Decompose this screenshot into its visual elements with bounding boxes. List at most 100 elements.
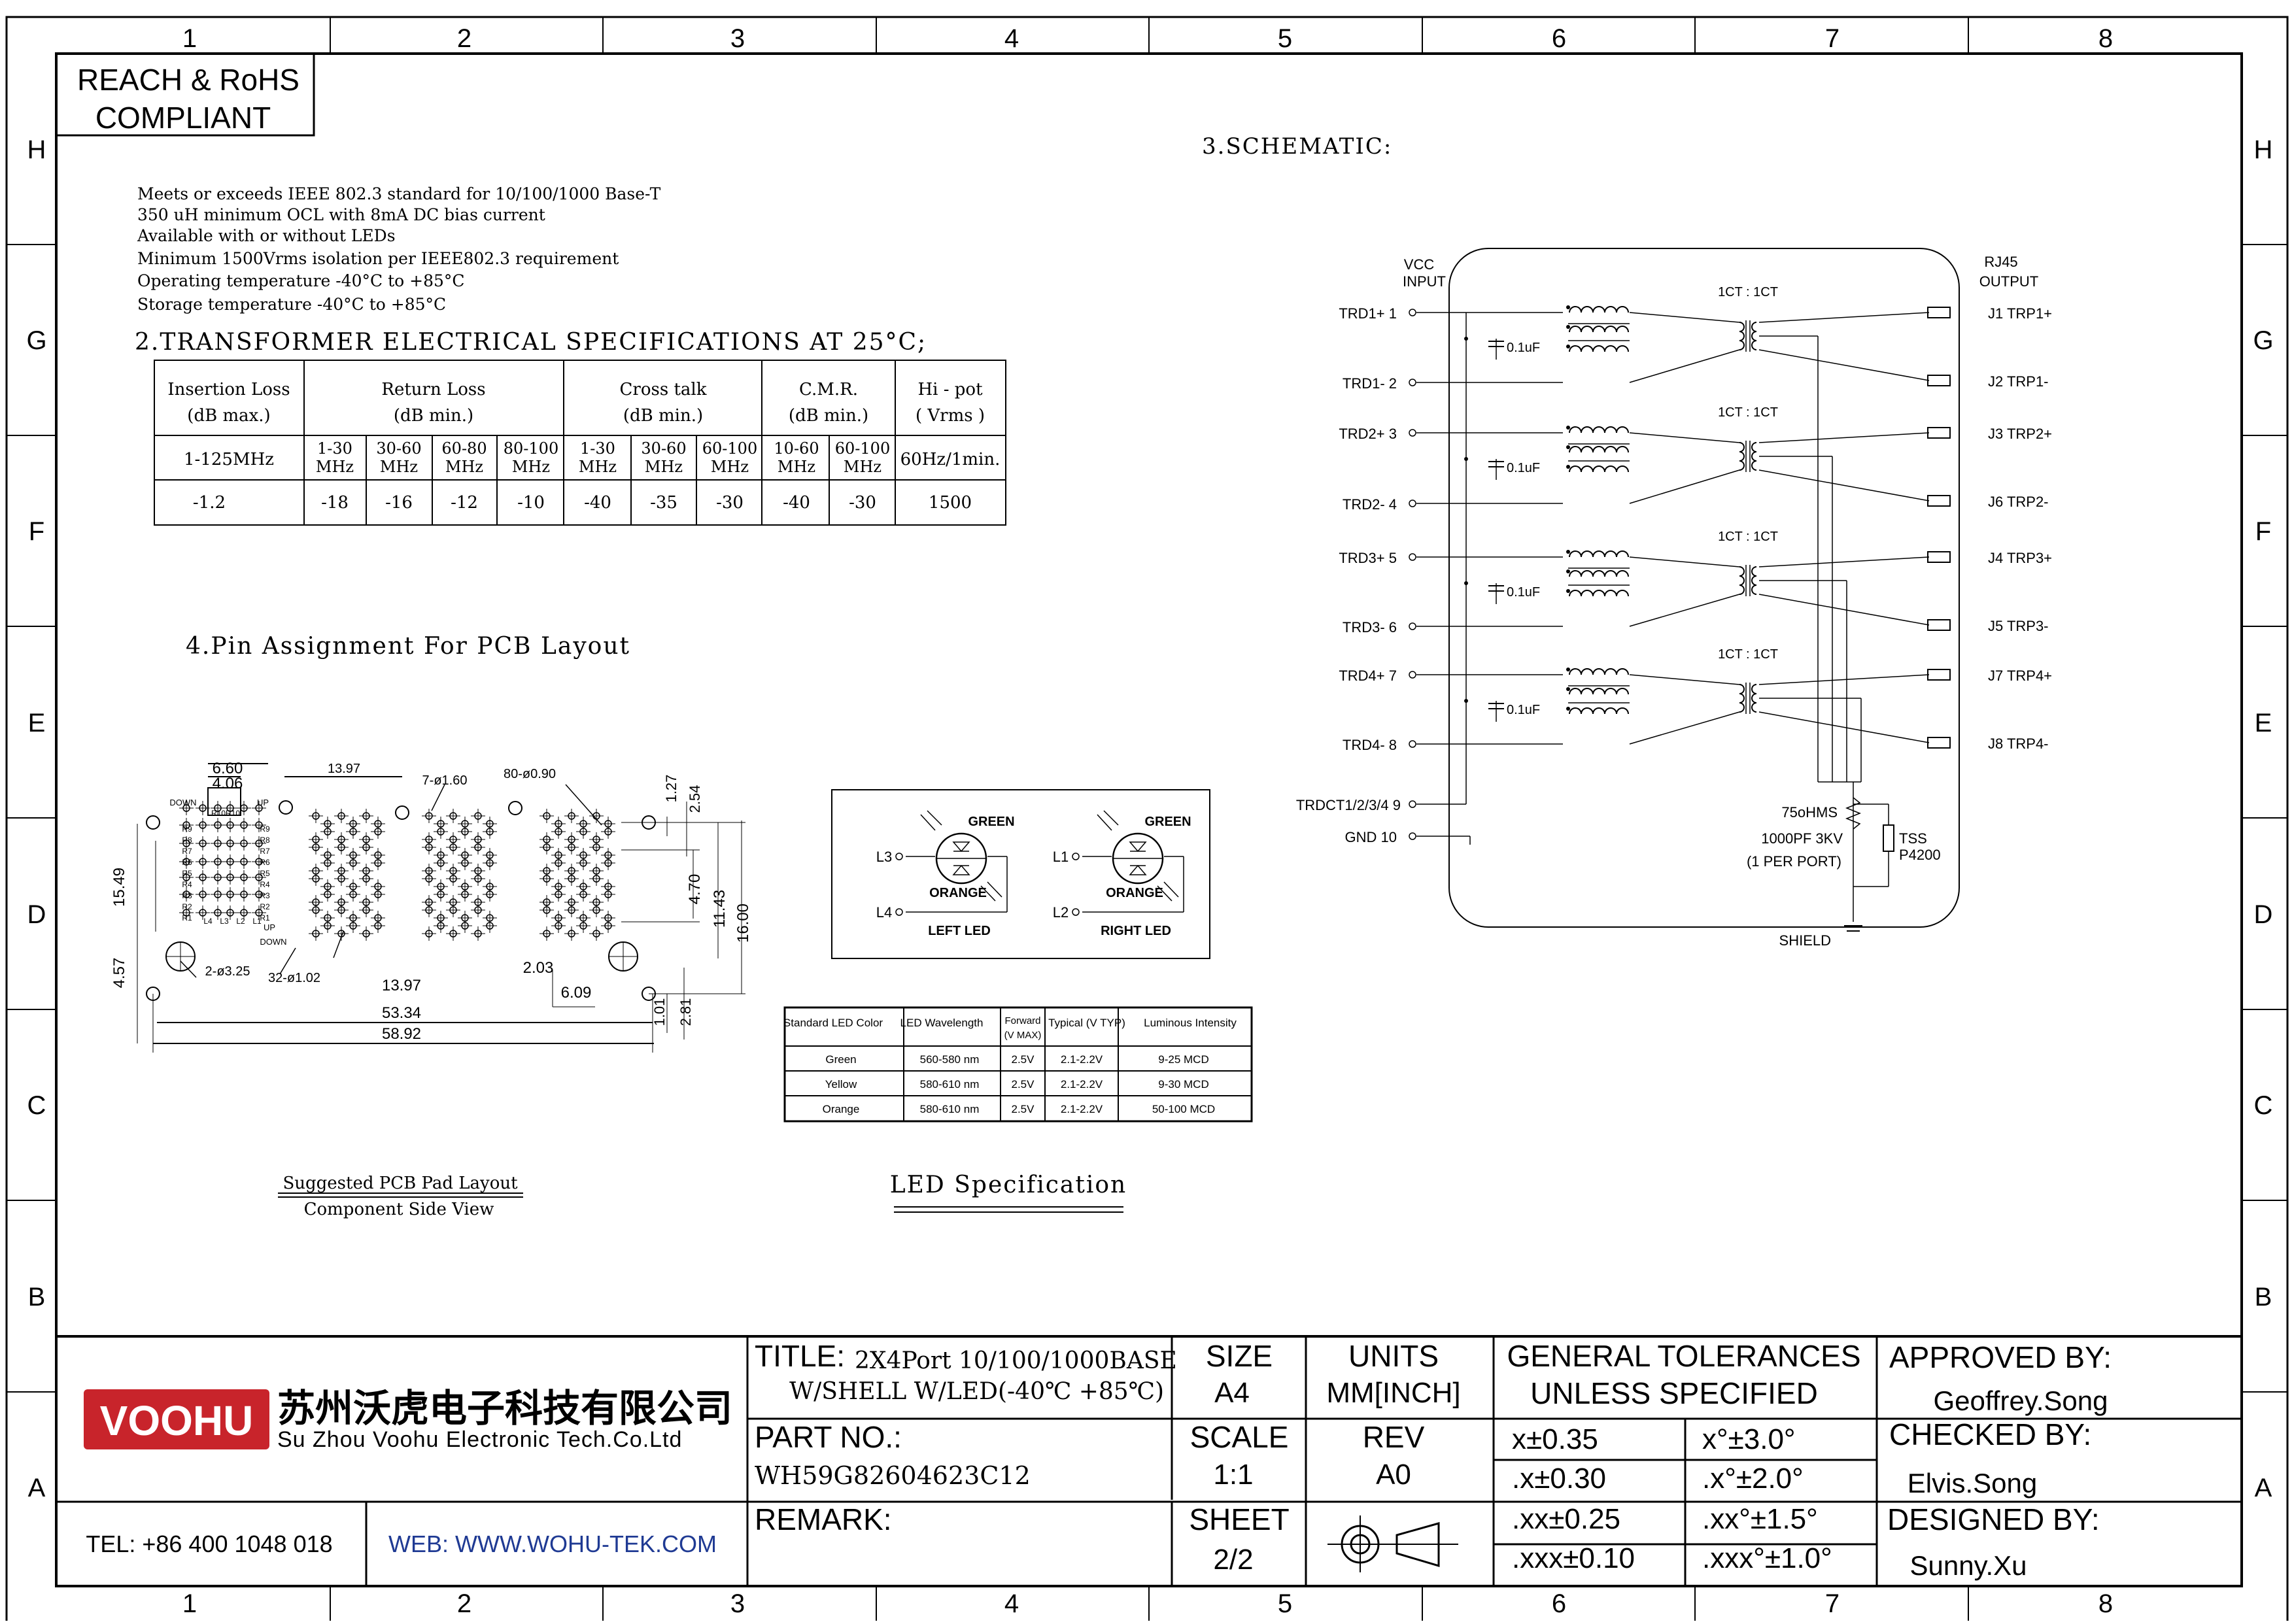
cap-label: 0.1uF — [1507, 461, 1540, 475]
dot — [1566, 569, 1570, 573]
spec-group-unit: ( Vrms ) — [916, 406, 985, 426]
line — [333, 931, 344, 958]
resistor — [1845, 797, 1862, 830]
dot — [1566, 668, 1570, 671]
coil — [1751, 584, 1757, 595]
dim-609: 6.09 — [561, 984, 592, 1002]
sheet-value: 2/2 — [1213, 1544, 1253, 1576]
column-marker: 6 — [1552, 1589, 1566, 1618]
coil — [1616, 590, 1629, 597]
coil — [1604, 590, 1617, 597]
small-label: UP — [264, 922, 275, 932]
small-label: R9 — [182, 824, 192, 834]
spec-freq: MHz — [778, 458, 815, 476]
led-color-orange: ORANGE — [1106, 886, 1163, 900]
coil — [1604, 570, 1617, 577]
dot — [1566, 707, 1570, 711]
output-pin — [1927, 551, 1951, 563]
trdct-label: TRDCT1/2/3/4 9 — [1296, 797, 1401, 813]
dim-406: 4.06 — [213, 775, 243, 792]
output-pin — [1927, 669, 1951, 681]
hole — [508, 801, 522, 815]
feature-line: Meets or exceeds IEEE 802.3 standard for… — [137, 184, 661, 203]
outline — [207, 787, 241, 816]
coil — [1592, 707, 1605, 715]
spec-value: -10 — [517, 493, 545, 513]
remark-label: REMARK: — [755, 1502, 892, 1536]
spec-value: -30 — [716, 493, 744, 513]
title-label: TITLE: — [755, 1339, 845, 1373]
coil — [1569, 550, 1582, 558]
row-marker: B — [28, 1283, 46, 1311]
small-label: R9 — [260, 824, 270, 834]
column-marker: 6 — [1552, 24, 1566, 53]
led-color-green: GREEN — [1144, 815, 1191, 829]
pin — [1409, 800, 1416, 808]
coil — [1569, 345, 1582, 352]
tss — [1883, 824, 1894, 852]
spec-group-header: Cross talk — [620, 380, 707, 399]
tolerance-angular: .xx°±1.5° — [1702, 1503, 1818, 1535]
spec-freq: 60-80 — [441, 439, 487, 458]
spec-freq: 80-100 — [504, 439, 558, 458]
tolerances-label: GENERAL TOLERANCES — [1507, 1339, 1860, 1373]
diode — [952, 841, 970, 853]
spec-freq: MHz — [512, 458, 550, 476]
transformer-ratio: 1CT : 1CT — [1718, 647, 1778, 662]
row-marker: H — [2254, 135, 2273, 164]
coil — [1739, 322, 1745, 332]
led-table-cell: 2.5V — [1012, 1103, 1035, 1115]
output-pin — [1927, 375, 1951, 386]
coil — [1616, 550, 1629, 558]
row-marker: H — [27, 135, 46, 164]
feature-line: Minimum 1500Vrms isolation per IEEE802.3… — [137, 249, 619, 268]
led-table-cell: Green — [825, 1053, 856, 1066]
led-table-cell: Yellow — [825, 1078, 857, 1091]
spec-group-unit: (dB max.) — [187, 406, 270, 426]
spec-freq: MHz — [380, 458, 418, 476]
dot — [1566, 426, 1570, 430]
column-marker: 1 — [182, 24, 197, 53]
hole — [146, 815, 160, 830]
small-label: R2 — [182, 902, 192, 911]
led-table-header: LED Wavelength — [900, 1017, 984, 1029]
transformer-ratio: 1CT : 1CT — [1718, 530, 1778, 544]
coil — [1739, 693, 1745, 703]
input-pin-label: TRD1+ 1 — [1339, 305, 1397, 322]
small-label: R5 — [182, 869, 192, 878]
projection-symbol — [1395, 1522, 1440, 1568]
dot — [1566, 550, 1570, 554]
pcb-caption-title: Suggested PCB Pad Layout — [282, 1174, 518, 1193]
spec-freq: 1-125MHz — [184, 450, 274, 469]
coil — [1581, 446, 1594, 453]
coil — [1581, 465, 1594, 473]
column-marker: 2 — [457, 24, 471, 53]
led-table-cell: 50-100 MCD — [1152, 1103, 1215, 1115]
title-value: 2X4Port 10/100/1000BASE — [855, 1347, 1177, 1374]
input-pin-label: TRD2+ 3 — [1339, 426, 1397, 442]
dim-101: 1.01 — [651, 998, 668, 1026]
coil — [1569, 326, 1582, 333]
coil — [1569, 707, 1582, 715]
cap-hv-label: 1000PF 3KV — [1761, 830, 1843, 847]
coil — [1739, 566, 1745, 577]
coil — [1616, 306, 1629, 313]
spec-freq: MHz — [445, 458, 483, 476]
spec-freq: 60-100 — [835, 439, 890, 458]
pin — [1409, 832, 1416, 840]
rev-value: A0 — [1376, 1459, 1411, 1491]
coil — [1581, 570, 1594, 577]
feature-line: 350 uH minimum OCL with 8mA DC bias curr… — [137, 205, 545, 224]
column-marker: 8 — [2098, 1589, 2113, 1618]
led-pin-label: L2 — [1053, 904, 1069, 921]
input-pin — [1409, 379, 1416, 386]
coil — [1739, 575, 1745, 586]
line — [1163, 881, 1179, 898]
dim-254: 2.54 — [687, 785, 703, 813]
spec-value: -40 — [584, 493, 611, 513]
spec-value: -1.2 — [193, 493, 226, 513]
input-pin — [1409, 309, 1416, 316]
small-label: R7 — [182, 847, 192, 856]
